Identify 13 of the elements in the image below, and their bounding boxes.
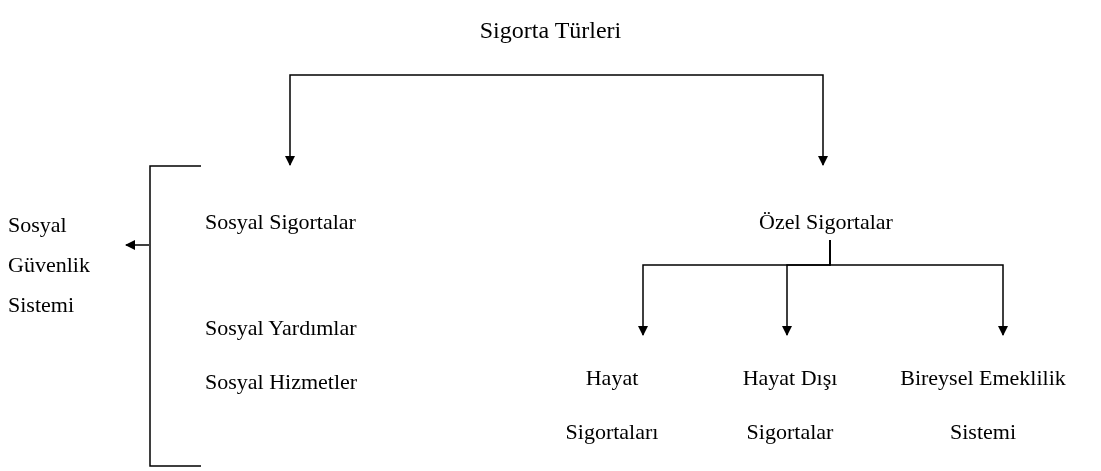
arrow — [285, 74, 557, 166]
node-label: Hayat Dışı Sigortalar — [741, 364, 839, 446]
diagram-title: Sigorta Türleri — [479, 16, 622, 45]
node-label: Hayat Sigortaları — [564, 364, 660, 446]
arrow — [125, 240, 150, 250]
node-label: Sosyal Hizmetler — [205, 368, 359, 396]
node-label: Sosyal Yardımlar — [205, 314, 358, 342]
node-label: Sosyal Güvenlik Sistemi — [8, 211, 91, 319]
arrow — [555, 74, 828, 166]
node-label: Özel Sigortalar — [758, 208, 894, 236]
node-label: Bireysel Emeklilik Sistemi — [899, 364, 1067, 446]
arrow — [829, 239, 1008, 336]
node-label: Sosyal Sigortalar — [205, 208, 357, 236]
